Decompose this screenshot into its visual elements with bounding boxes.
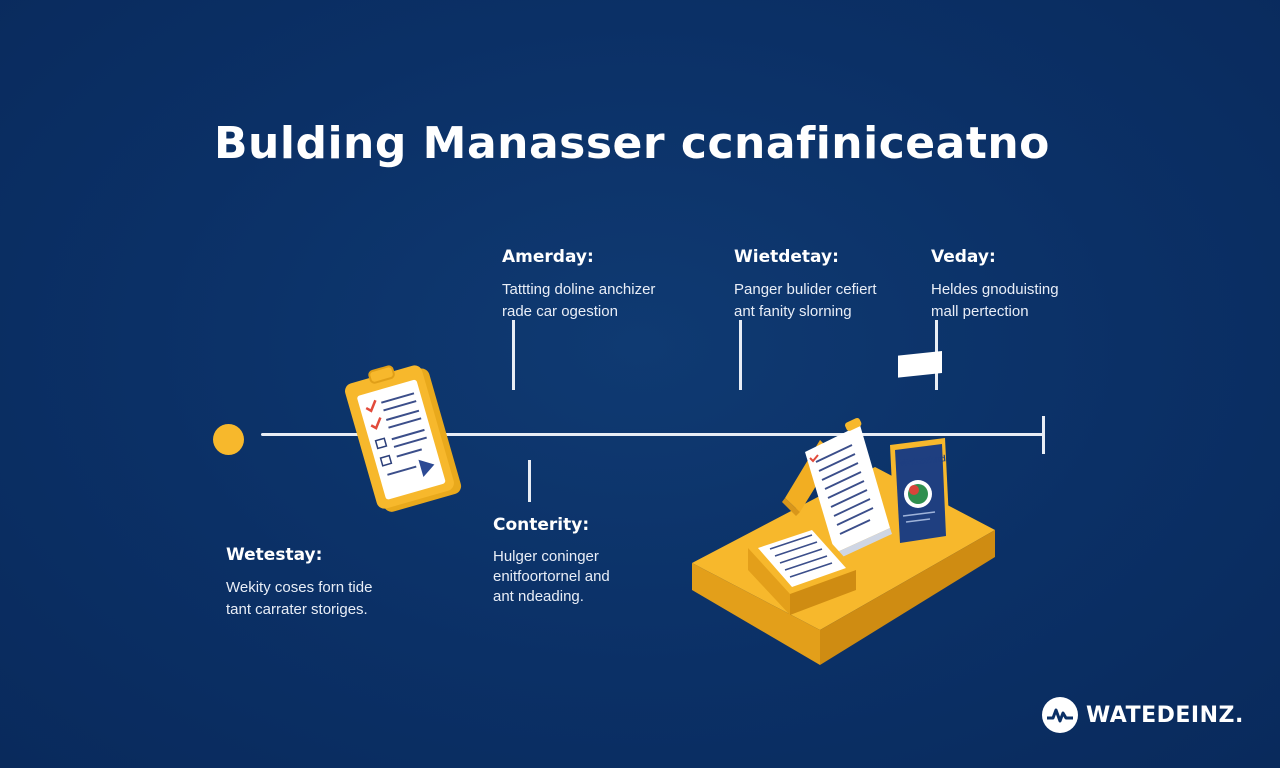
milestone-title: Wetestay:	[226, 545, 323, 565]
milestone-description: Panger bulider cefiert ant fanity slorni…	[734, 281, 877, 320]
clipboard-icon	[345, 365, 462, 512]
milestone-title: Amerday:	[502, 247, 594, 267]
milestone-description: Heldes gnoduisting mall pertection	[931, 281, 1059, 320]
certificate-badge: Wetlatthnd	[890, 350, 950, 548]
milestone-title: Wietdetay:	[734, 247, 839, 267]
milestone-description: Hulger coninger enitfoortornel and ant n…	[493, 548, 610, 605]
milestone-4: Wetestay: Wekity coses forn tide tant ca…	[226, 545, 372, 621]
timeline-line	[261, 433, 1044, 436]
milestone-1: Amerday: Tattting doline anchizer rade c…	[502, 247, 655, 323]
wave-logo-icon	[1042, 697, 1078, 733]
timeline-tick-1	[512, 320, 515, 390]
page-title: Bulding Manasser ccnafiniceatno	[214, 118, 1050, 169]
badge-label: Wetlatthnd	[899, 453, 946, 468]
milestone-5: Conterity: Hulger coninger enitfoortorne…	[493, 515, 610, 607]
brand-logo: WATEDEINZ.	[1042, 697, 1244, 733]
milestone-title: Conterity:	[493, 515, 590, 535]
timeline-start-dot	[213, 424, 244, 455]
timeline-tick-2	[739, 320, 742, 390]
document-on-easel	[805, 417, 892, 559]
milestone-description: Wekity coses forn tide tant carrater sto…	[226, 579, 373, 618]
milestone-description: Tattting doline anchizer rade car ogesti…	[502, 281, 656, 320]
milestone-3: Veday: Heldes gnoduisting mall pertectio…	[931, 247, 1059, 323]
timeline-tick-4	[528, 460, 531, 502]
paper-stack-tray	[748, 525, 856, 615]
milestone-2: Wietdetay: Panger bulider cefiert ant fa…	[734, 247, 877, 323]
timeline-end-cap	[1042, 416, 1045, 454]
brand-name: WATEDEINZ.	[1086, 702, 1244, 728]
milestone-title: Veday:	[931, 247, 996, 267]
